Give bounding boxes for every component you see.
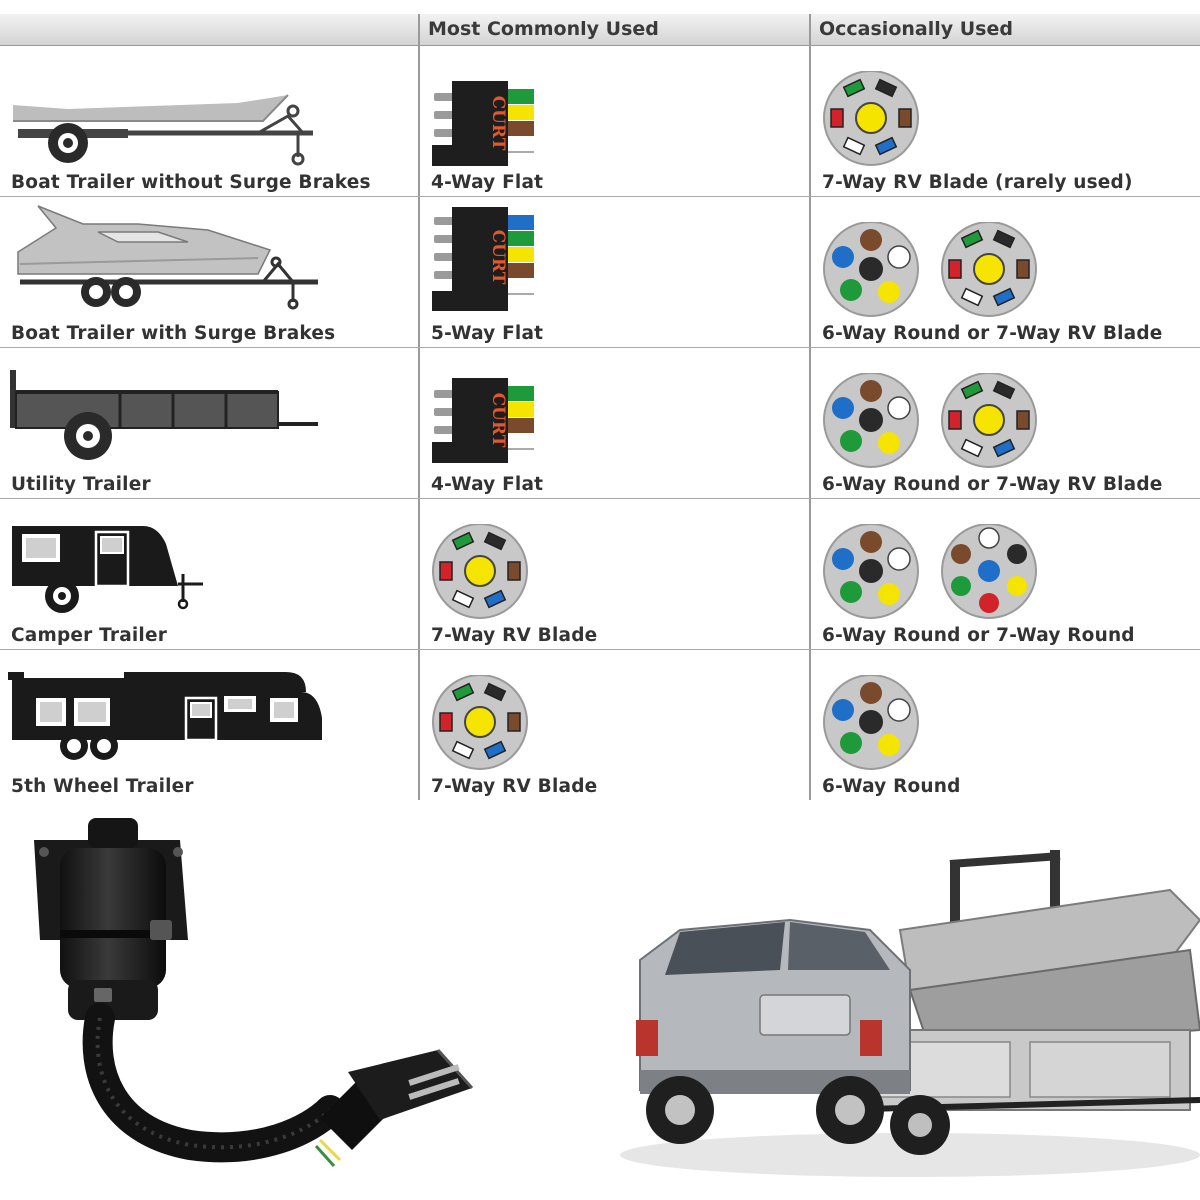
fifth-wheel-trailer-icon [8,672,322,760]
trailer-cell: Camper Trailer [0,499,418,649]
common-connector-cell: CURT 4-Way Flat [418,46,809,196]
trailer-cell: Utility Trailer [0,348,418,498]
trailer-cell: 5th Wheel Trailer [0,650,418,800]
7-way-rv-blade-connector-icon [823,71,919,166]
7-way-round-connector-icon [941,524,1037,619]
occasional-connector-label: 6-Way Round or 7-Way RV Blade [822,323,1163,344]
occasional-connector-label: 6-Way Round or 7-Way Round [822,625,1135,646]
6-way-round-connector-icon [823,373,919,468]
occasional-connector-cell: 6-Way Round [809,650,1200,800]
common-connector-cell: CURT 4-Way Flat [418,348,809,498]
occasional-connector-cell: 6-Way Round or 7-Way RV Blade [809,348,1200,498]
4-way-flat-connector-icon: CURT [432,378,534,463]
boat-trailer-surge-brakes-icon [17,205,318,310]
6-way-round-connector-icon [823,524,919,619]
7-way-rv-blade-connector-icon [432,524,528,619]
7-way-rv-blade-connector-icon [432,675,528,770]
common-connector-label: 7-Way RV Blade [431,625,598,646]
common-connector-label: 4-Way Flat [431,172,544,193]
trailer-cell: Boat Trailer without Surge Brakes [0,46,418,196]
6-way-round-connector-icon [823,222,919,317]
brand-logo: CURT [488,393,508,448]
table-row: Camper Trailer 7-Way RV Blade [0,499,1200,650]
table-header: Most Commonly Used Occasionally Used [0,14,1200,46]
boat-trailer-icon [13,94,313,166]
common-connector-cell: 7-Way RV Blade [418,499,809,649]
header-occasionally-used: Occasionally Used [809,14,1200,45]
occasional-connector-cell: 6-Way Round or 7-Way RV Blade [809,197,1200,347]
table-row: 5th Wheel Trailer 7-Way RV Blade [0,650,1200,800]
7-way-rv-blade-connector-icon [941,222,1037,317]
trailer-cell: Boat Trailer with Surge Brakes [0,197,418,347]
brand-logo: CURT [488,230,508,285]
6-way-round-connector-icon [823,675,919,770]
camper-trailer-icon [12,526,203,613]
adapter-product-image [34,818,474,1168]
occasional-connector-label: 6-Way Round [822,776,961,797]
common-connector-cell: 7-Way RV Blade [418,650,809,800]
common-connector-cell: CURT 5-Way Flat [418,197,809,347]
occasional-connector-cell: 6-Way Round or 7-Way Round [809,499,1200,649]
header-most-commonly-used: Most Commonly Used [418,14,809,45]
trailer-connector-table: Most Commonly Used Occasionally Used Boa… [0,14,1200,800]
trailer-label: Camper Trailer [11,625,168,646]
occasional-connector-label: 6-Way Round or 7-Way RV Blade [822,474,1163,495]
occasional-connector-cell: 7-Way RV Blade (rarely used) [809,46,1200,196]
4-way-flat-connector-icon: CURT [432,81,534,166]
common-connector-label: 7-Way RV Blade [431,776,598,797]
trailer-label: Utility Trailer [11,474,151,495]
utility-trailer-icon [10,370,318,460]
header-trailer-type [0,14,418,45]
7-way-rv-blade-connector-icon [941,373,1037,468]
table-row: Boat Trailer without Surge Brakes CURT 4… [0,46,1200,197]
common-connector-label: 4-Way Flat [431,474,544,495]
suv-with-trailer-image [620,850,1200,1177]
common-connector-label: 5-Way Flat [431,323,544,344]
trailer-label: 5th Wheel Trailer [11,776,194,797]
occasional-connector-label: 7-Way RV Blade (rarely used) [822,172,1133,193]
trailer-label: Boat Trailer without Surge Brakes [11,172,371,193]
table-row: Utility Trailer CURT 4-Way Flat [0,348,1200,499]
table-row: Boat Trailer with Surge Brakes CURT 5-Wa… [0,197,1200,348]
5-way-flat-connector-icon: CURT [432,207,534,311]
brand-logo: CURT [488,96,508,151]
trailer-label: Boat Trailer with Surge Brakes [11,323,336,344]
